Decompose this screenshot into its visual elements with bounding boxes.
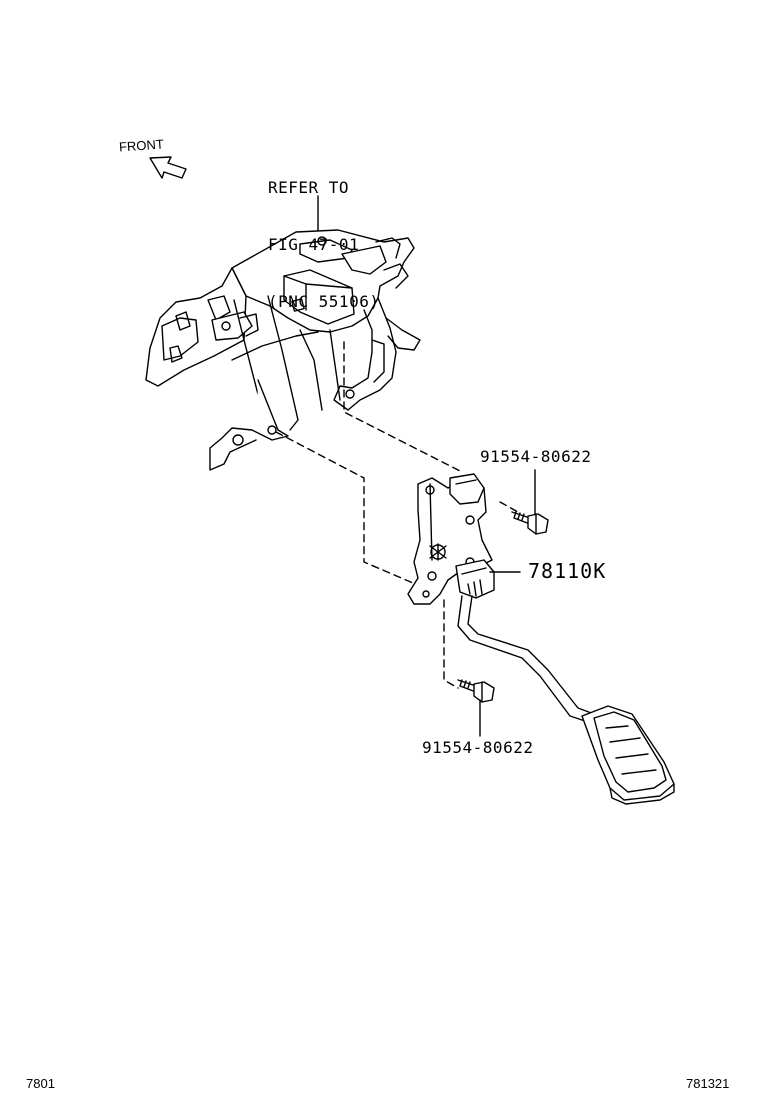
alignment-dashes — [276, 342, 518, 688]
front-arrow-icon — [150, 157, 186, 178]
footer-left-code: 7801 — [26, 1076, 55, 1091]
bolt-lower-icon — [458, 680, 494, 702]
pedal-bracket — [146, 230, 420, 470]
bolt-upper-icon — [512, 512, 548, 534]
front-label: FRONT — [118, 136, 165, 155]
footer-right-code: 781321 — [686, 1076, 730, 1091]
reference-line-1: REFER TO — [268, 178, 350, 197]
reference-line-2: FIG 47-01 — [268, 235, 360, 254]
reference-note: REFER TO FIG 47-01 (PNC 55106) — [268, 140, 379, 330]
accelerator-pedal-assembly — [408, 474, 674, 804]
spring-icon — [430, 544, 446, 560]
part-number-bolt-upper: 91554-80622 — [480, 447, 592, 466]
part-number-bolt-lower: 91554-80622 — [422, 738, 534, 757]
reference-line-3: (PNC 55106) — [268, 292, 380, 311]
part-number-pedal-assy: 78110K — [528, 559, 607, 583]
